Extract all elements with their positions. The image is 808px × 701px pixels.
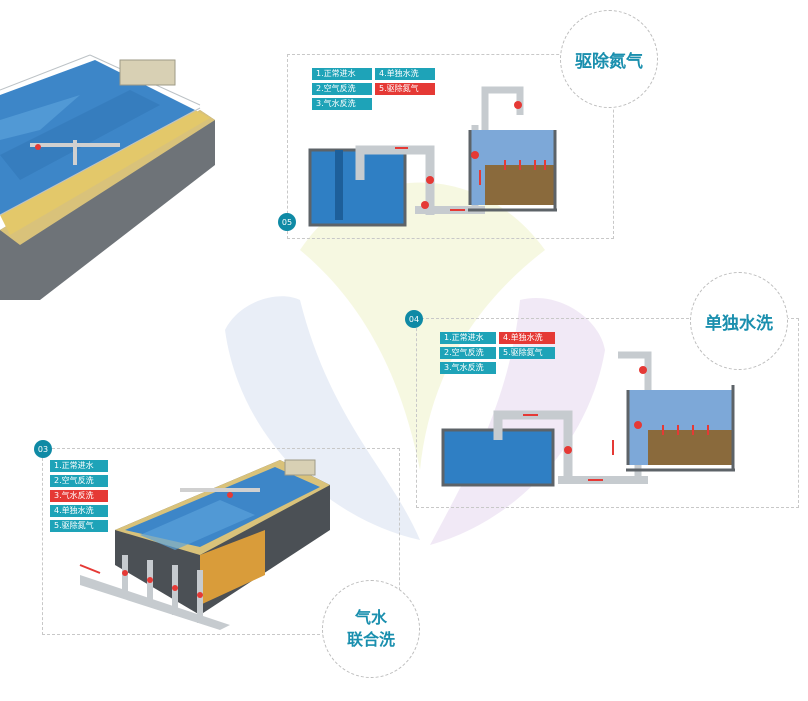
diagram-04 [441, 351, 735, 487]
title-03-line2: 联合洗 [346, 630, 395, 649]
title-03-line1: 气水 [354, 608, 387, 627]
step-04-3: 2.空气反洗 [440, 347, 496, 359]
title-circle-04: 单独水洗 [690, 272, 788, 370]
step-05-5: 3.气水反洗 [312, 98, 372, 110]
step-04-4: 5.驱除氮气 [499, 347, 555, 359]
step-05-4: 5.驱除氮气 [375, 83, 435, 95]
diagram-05 [308, 86, 557, 227]
step-03-4: 4.单独水洗 [50, 505, 108, 517]
step-03-5: 5.驱除氮气 [50, 520, 108, 532]
step-04-1: 1.正常进水 [440, 332, 496, 344]
step-03-2: 2.空气反洗 [50, 475, 108, 487]
step-05-3: 2.空气反洗 [312, 83, 372, 95]
title-04: 单独水洗 [705, 313, 773, 334]
step-03-1: 1.正常进水 [50, 460, 108, 472]
panel-03 [42, 448, 400, 635]
panel-04 [416, 318, 799, 508]
steps-04: 1.正常进水 4.单独水洗 2.空气反洗 5.驱除氮气 3.气水反洗 [440, 332, 555, 374]
title-circle-03: 气水 联合洗 [322, 580, 420, 678]
step-05-1: 1.正常进水 [312, 68, 372, 80]
filter-tank-3d-topleft [0, 54, 215, 300]
title-05: 驱除氮气 [575, 51, 643, 72]
steps-05: 1.正常进水 4.单独水洗 2.空气反洗 5.驱除氮气 3.气水反洗 [312, 68, 435, 110]
step-04-5: 3.气水反洗 [440, 362, 496, 374]
badge-05: 05 [278, 213, 296, 231]
badge-03: 03 [34, 440, 52, 458]
step-05-2: 4.单独水洗 [375, 68, 435, 80]
title-circle-05: 驱除氮气 [560, 10, 658, 108]
steps-03: 1.正常进水 2.空气反洗 3.气水反洗 4.单独水洗 5.驱除氮气 [50, 460, 108, 532]
step-04-2: 4.单独水洗 [499, 332, 555, 344]
panel-05 [287, 54, 614, 239]
badge-04: 04 [405, 310, 423, 328]
step-03-3: 3.气水反洗 [50, 490, 108, 502]
diagram-03 [79, 459, 330, 630]
